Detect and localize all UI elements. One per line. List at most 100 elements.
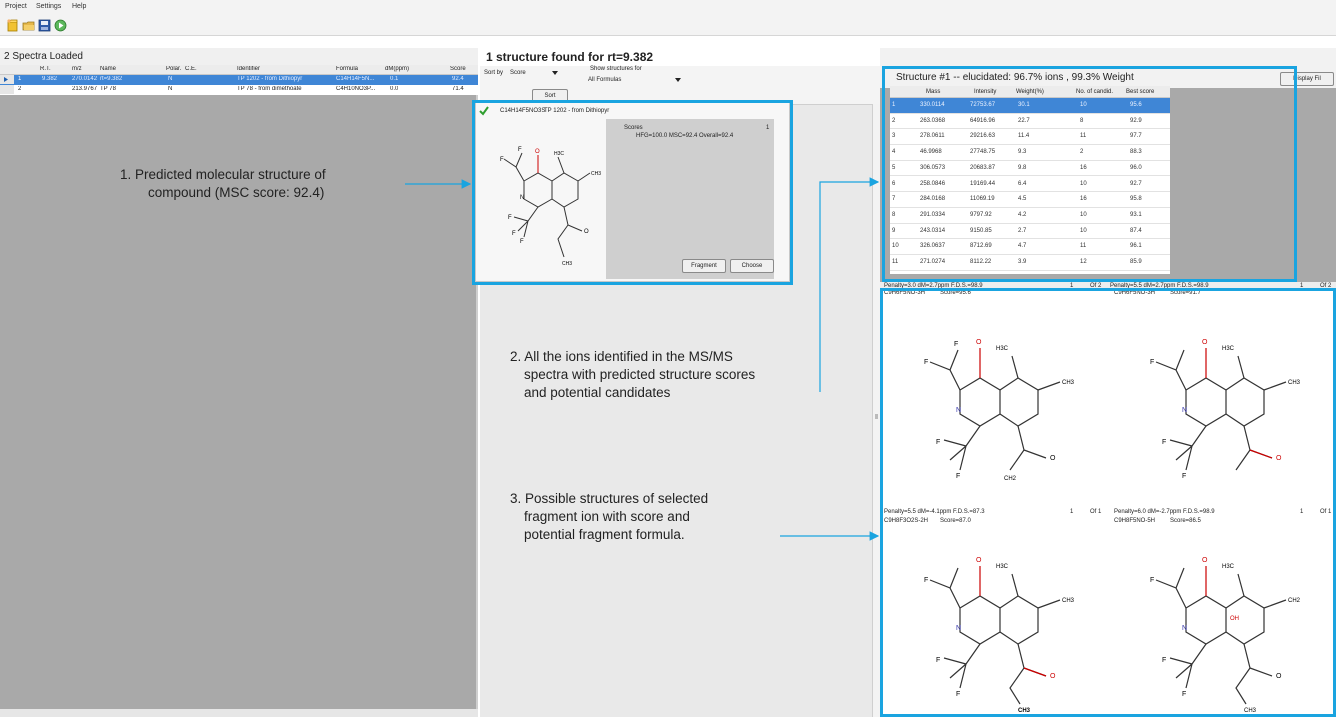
menu-bar: Project Settings Help <box>0 0 1336 16</box>
row-cell: 9.3 <box>1018 149 1027 156</box>
atom-label: F <box>1182 691 1186 698</box>
open-folder-icon[interactable] <box>22 19 35 32</box>
column-header[interactable]: Mass <box>926 89 941 95</box>
column-header[interactable]: R.T. <box>40 66 51 72</box>
row-index: 3 <box>892 133 896 140</box>
row-cell: 10 <box>1080 102 1087 108</box>
atom-label: CH2 <box>1004 476 1017 482</box>
new-project-icon[interactable] <box>6 19 19 32</box>
column-header[interactable]: Weight(%) <box>1016 89 1044 95</box>
row-index: 5 <box>892 164 896 171</box>
row-cell: 95.6 <box>1130 102 1142 108</box>
formula-filter-select[interactable]: All Formulas <box>588 77 622 83</box>
atom-label: F <box>936 439 940 446</box>
fragment-structure-image[interactable]: F F O H3C CH3 N F F O CH2 <box>900 300 1100 490</box>
annotation-line: and potential candidates <box>524 385 671 400</box>
atom-label: F <box>924 359 928 366</box>
sort-select[interactable]: Score <box>510 70 526 76</box>
row-index: 6 <box>892 180 896 187</box>
candidate-structure-card[interactable]: C14H14F5NO3S TP 1202 - from Dithiopyr F … <box>475 102 790 282</box>
menu-project[interactable]: Project <box>5 3 27 10</box>
atom-label: F <box>518 147 522 153</box>
menu-settings[interactable]: Settings <box>36 3 62 10</box>
atom-label: O <box>1276 455 1282 462</box>
chevron-down-icon[interactable] <box>675 78 681 82</box>
spectra-table-header: R.T. m/z Name Polar. C.E. Identifier For… <box>0 65 478 75</box>
row-cell: 10 <box>1080 211 1087 218</box>
column-header[interactable]: Polar. <box>166 66 182 72</box>
fragment-button[interactable]: Fragment <box>682 259 726 273</box>
page-number[interactable]: 1 <box>1300 283 1304 289</box>
run-icon[interactable] <box>54 19 67 32</box>
table-row[interactable]: 1 9.382 270.0142 rt=9.382 N TP 1202 - fr… <box>0 75 478 85</box>
row-cell: 20683.87 <box>970 164 996 171</box>
fragment-structure-image[interactable]: F O H3C CH3 N F F O <box>1126 300 1326 490</box>
menu-help[interactable]: Help <box>72 3 87 10</box>
column-header[interactable]: Identifier <box>237 66 261 72</box>
chevron-down-icon[interactable] <box>552 71 558 75</box>
page-total: Of 2 <box>1320 283 1332 289</box>
page-number[interactable]: 1 <box>1070 283 1074 289</box>
row-index: 2 <box>892 117 896 124</box>
column-header[interactable]: Intensity <box>974 89 997 95</box>
check-icon[interactable] <box>479 106 489 116</box>
fragment-structure-image[interactable]: F O H3C CH3 N F F O CH3 <box>900 528 1100 714</box>
table-row[interactable]: 2 213.9767 TP 78 N TP 78 - from dimethoa… <box>0 85 478 95</box>
atom-label: H3C <box>996 564 1009 570</box>
atom-label: CH2 <box>1288 598 1301 604</box>
row-cell: 10 <box>1080 227 1087 234</box>
atom-label: F <box>924 577 928 584</box>
row-cell: 22.7 <box>1018 117 1030 124</box>
column-header[interactable]: Score <box>450 66 466 72</box>
page-total: Of 2 <box>1090 283 1102 289</box>
row-cell: 95.8 <box>1130 196 1142 203</box>
row-score: 71.4 <box>452 86 464 92</box>
page-number[interactable]: 1 <box>1070 509 1074 515</box>
page-number[interactable]: 1 <box>1300 509 1304 515</box>
save-icon[interactable] <box>38 19 51 32</box>
row-polar: N <box>168 86 173 92</box>
row-cell: 12 <box>1080 259 1087 265</box>
column-header[interactable]: No. of candid. <box>1076 89 1114 95</box>
row-mz: 213.9767 <box>72 86 98 92</box>
fragment-structure-image[interactable]: F O H3C OH CH2 N F F O CH3 <box>1126 528 1326 714</box>
column-header[interactable]: C.E. <box>185 66 197 72</box>
column-header[interactable]: m/z <box>72 66 82 72</box>
row-cell: 6.4 <box>1018 180 1027 187</box>
atom-label: N <box>1182 625 1187 632</box>
annotation-line: potential fragment formula. <box>524 527 685 542</box>
row-cell: 8712.69 <box>970 243 992 250</box>
column-header[interactable]: Name <box>100 66 117 72</box>
column-header[interactable]: dM(ppm) <box>385 66 410 72</box>
row-cell: 64916.96 <box>970 117 996 124</box>
row-cell: 11 <box>1080 243 1087 250</box>
annotation-line: 1. Predicted molecular structure of <box>120 167 326 182</box>
row-cell: 330.0114 <box>920 102 945 108</box>
annotation-line: 2. All the ions identified in the MS/MS <box>510 349 733 364</box>
column-header[interactable]: Best score <box>1126 89 1155 95</box>
row-name: rt=9.382 <box>100 76 123 82</box>
row-cell: 278.0611 <box>920 133 945 140</box>
atom-label: F <box>1182 473 1186 480</box>
horizontal-scrollbar[interactable] <box>0 709 478 717</box>
display-filter-button[interactable]: Display Fil <box>1280 72 1334 86</box>
vertical-scrollbar[interactable] <box>872 104 880 717</box>
row-cell: 96.1 <box>1130 243 1142 250</box>
column-header[interactable]: Formula <box>336 66 359 72</box>
row-identifier: TP 78 - from dimethoate <box>237 86 302 92</box>
row-rt: 9.382 <box>42 76 58 82</box>
choose-button[interactable]: Choose <box>730 259 774 273</box>
row-cell: 92.9 <box>1130 117 1142 124</box>
atom-label: CH3 <box>1018 708 1031 714</box>
